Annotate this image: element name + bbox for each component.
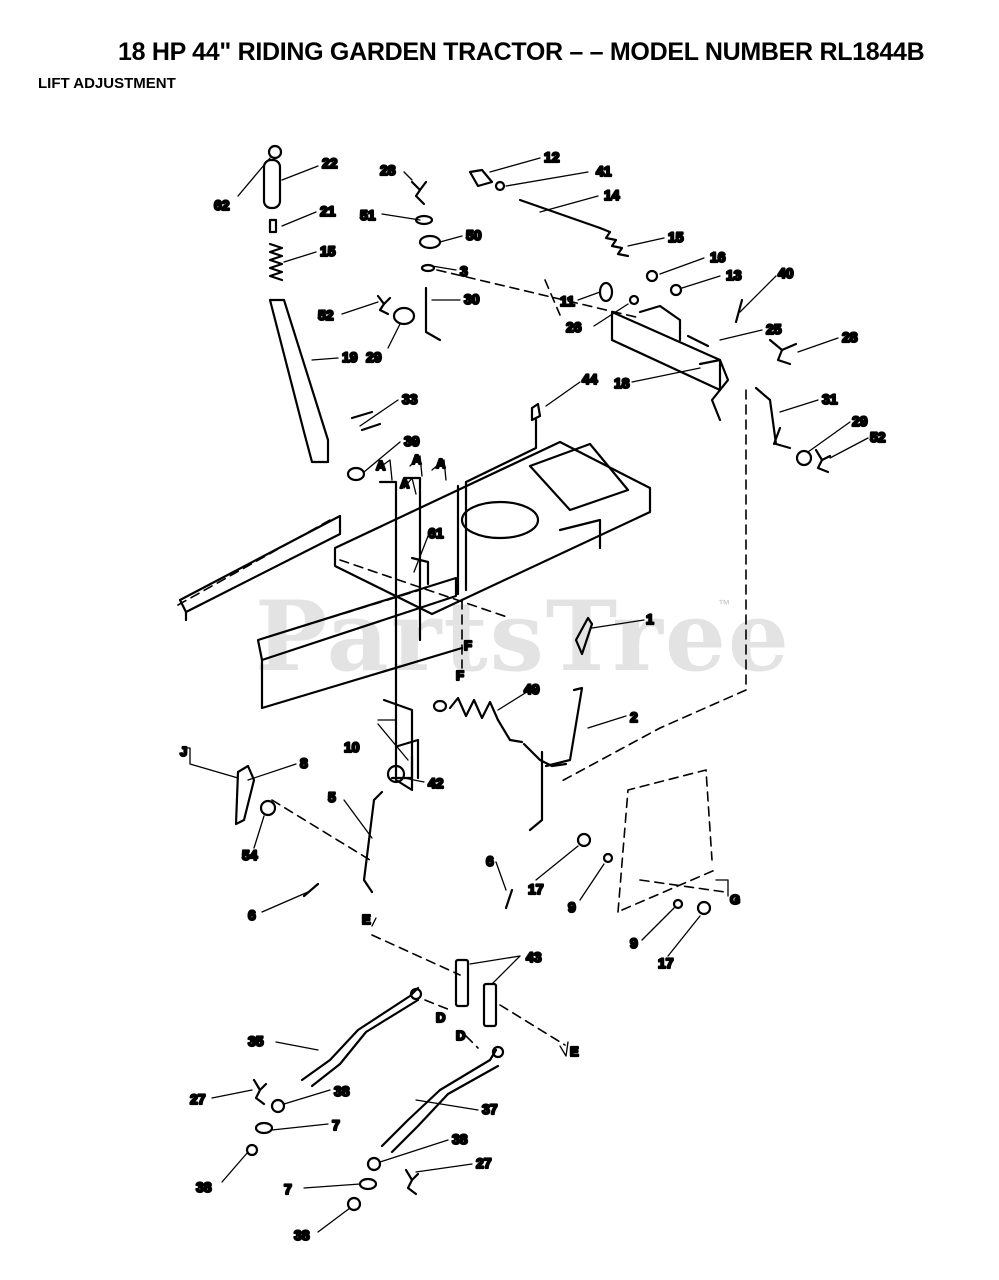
ref-a-2: A (400, 476, 410, 491)
callout-5: 5 (328, 789, 336, 805)
callout-38-c: 38 (452, 1131, 468, 1147)
callout-18: 18 (614, 375, 630, 391)
callout-61: 61 (428, 525, 444, 541)
left-rod (302, 764, 406, 898)
callout-27-right: 27 (476, 1155, 492, 1171)
callout-9-center: 9 (568, 899, 576, 915)
callout-10: 10 (344, 739, 360, 755)
ref-g: G (730, 892, 740, 907)
callout-16: 16 (710, 249, 726, 265)
lift-rod-assembly (468, 168, 744, 422)
callout-52-right: 52 (870, 429, 886, 445)
callout-27-left: 27 (190, 1091, 206, 1107)
ref-markers (181, 455, 729, 1057)
callout-14: 14 (604, 187, 620, 203)
lift-lever (544, 616, 594, 768)
chassis-plate (333, 440, 652, 616)
right-hardware (504, 832, 712, 916)
callout-50: 50 (466, 227, 482, 243)
callout-40: 40 (778, 265, 794, 281)
lift-shaft-left (300, 986, 423, 1088)
ref-f-1: F (464, 638, 472, 653)
callout-54: 54 (242, 847, 258, 863)
lift-shaft-right (380, 1045, 505, 1154)
ref-d-2: D (456, 1028, 465, 1043)
ref-d-1: D (436, 1010, 445, 1025)
callout-1: 1 (646, 611, 654, 627)
callout-29-left: 29 (366, 349, 382, 365)
callout-33: 33 (402, 391, 418, 407)
callout-15-left: 15 (320, 243, 336, 259)
callout-38-d: 38 (294, 1227, 310, 1243)
callout-30: 30 (464, 291, 480, 307)
section-subtitle: LIFT ADJUSTMENT (38, 75, 176, 92)
right-lift-link (754, 338, 832, 474)
callout-62: 62 (214, 197, 230, 213)
callout-21: 21 (320, 203, 336, 219)
frame-rail-front (178, 514, 342, 622)
callout-31: 31 (822, 391, 838, 407)
trademark-mark: ™ (718, 597, 730, 611)
callout-38-a: 38 (334, 1083, 350, 1099)
ref-a-1: A (376, 458, 386, 473)
callout-6-center: 6 (486, 853, 494, 869)
leader-lines (211, 157, 869, 1233)
page-title: 18 HP 44" RIDING GARDEN TRACTOR – – MODE… (118, 38, 925, 66)
ref-a-3: A (412, 452, 422, 467)
callout-13: 13 (726, 267, 742, 283)
callout-17-center: 17 (528, 881, 544, 897)
callout-42: 42 (428, 775, 444, 791)
callout-44: 44 (582, 371, 598, 387)
callout-11: 11 (560, 293, 575, 309)
callout-6-left: 6 (248, 907, 256, 923)
callout-28-top: 28 (380, 162, 396, 178)
callout-3: 3 (460, 263, 468, 279)
callout-43: 43 (526, 949, 542, 965)
callout-37: 37 (482, 1101, 498, 1117)
ref-e-1: E (362, 912, 371, 927)
callout-19: 19 (342, 349, 358, 365)
lower-hardware (245, 1078, 420, 1212)
ref-j: J (180, 744, 187, 759)
callout-28-right: 28 (842, 329, 858, 345)
gauge-wheel-links (454, 958, 498, 1028)
callout-2: 2 (630, 709, 638, 725)
watermark-logo: PartsTree (255, 580, 791, 693)
ref-e-2: E (570, 1044, 579, 1059)
callout-26: 26 (566, 319, 582, 335)
spring-assembly (432, 696, 568, 832)
callout-17-right: 17 (658, 955, 674, 971)
ref-a-4: A (436, 456, 446, 471)
callout-labels: 62 22 21 15 19 52 29 28 51 50 3 30 12 41… (189, 148, 887, 1244)
callout-9-right: 9 (630, 935, 638, 951)
callout-38-b: 38 (196, 1179, 212, 1195)
callout-8: 8 (300, 755, 308, 771)
callout-7-left: 7 (332, 1117, 340, 1133)
lift-handle-assembly (262, 144, 330, 464)
callout-39: 39 (404, 433, 420, 449)
callout-52-left: 52 (318, 307, 334, 323)
callout-25: 25 (766, 321, 782, 337)
callout-29-right: 29 (852, 413, 868, 429)
ref-letter-labels: A A A A F F J E D D E G (179, 451, 741, 1060)
callout-7-right: 7 (284, 1181, 292, 1197)
callout-22: 22 (322, 155, 338, 171)
ref-f-2: F (456, 668, 464, 683)
callout-49: 49 (524, 681, 540, 697)
callout-35: 35 (248, 1033, 264, 1049)
callout-15-right: 15 (668, 229, 684, 245)
callout-12: 12 (544, 149, 560, 165)
callout-41: 41 (596, 163, 612, 179)
callout-51: 51 (360, 207, 376, 223)
left-link-plate (234, 764, 277, 826)
center-link-parts (376, 180, 442, 342)
vertical-lift-arm (456, 402, 542, 596)
